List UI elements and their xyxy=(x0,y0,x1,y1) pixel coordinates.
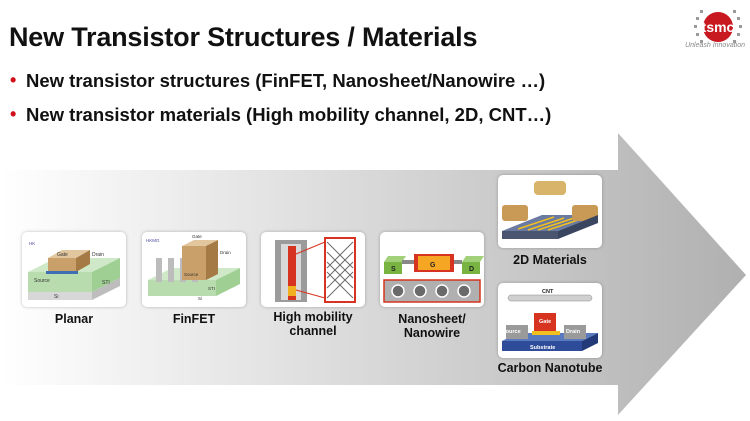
nanosheet-label: Nanosheet/ Nanowire xyxy=(380,312,484,340)
drain-label: D xyxy=(469,266,474,273)
source-label: Source xyxy=(184,272,199,277)
materials-2d-label: 2D Materials xyxy=(513,253,587,267)
high-mobility-figure xyxy=(261,232,365,307)
high-mobility-label: High mobility channel xyxy=(261,310,365,338)
drain-label: Drain xyxy=(92,252,104,258)
si-label: Si xyxy=(54,294,58,300)
bullet-dot-icon: • xyxy=(10,104,17,124)
logo-tagline: Unleash Innovation xyxy=(685,42,745,49)
cnt-label: Carbon Nanotube xyxy=(497,361,603,375)
gate-label: Gate xyxy=(539,319,551,325)
bullet-text: New transistor materials (High mobility … xyxy=(26,104,552,125)
hkmg-label: HKMG xyxy=(146,238,160,243)
bullet-text: New transistor structures (FinFET, Nanos… xyxy=(26,70,546,91)
sti-label: STI xyxy=(102,280,110,286)
nanosheet-figure: S G D xyxy=(380,232,484,307)
planar-figure: HK Gate Source Drain STI Si xyxy=(22,232,126,307)
label-line: Nanowire xyxy=(403,326,461,340)
planar-label: Planar xyxy=(54,312,94,326)
bullet-item: • New transistor structures (FinFET, Nan… xyxy=(10,70,551,104)
bullet-list: • New transistor structures (FinFET, Nan… xyxy=(10,70,551,138)
logo-wordmark: tsmc xyxy=(701,19,735,35)
materials-2d-figure xyxy=(498,175,602,248)
gate-label: Gate xyxy=(192,234,202,239)
drain-label: Drain xyxy=(220,250,231,255)
substrate-label: Substrate xyxy=(530,345,555,351)
sti-label: STI xyxy=(208,286,215,291)
source-label: Source xyxy=(34,278,50,284)
tsmc-logo-icon xyxy=(690,8,746,46)
label-line: channel xyxy=(289,324,337,338)
source-label: S xyxy=(391,266,396,273)
hk-label: HK xyxy=(29,241,35,246)
finfet-figure: Gate HKMG Source Drain STI Si xyxy=(142,232,246,307)
si-label: Si xyxy=(198,296,202,301)
source-label: Source xyxy=(502,329,521,335)
label-line: Nanosheet/ xyxy=(398,312,466,326)
bullet-dot-icon: • xyxy=(10,70,17,90)
label-line: High mobility xyxy=(273,310,353,324)
slide-title: New Transistor Structures / Materials xyxy=(9,22,478,52)
cnt-label: CNT xyxy=(542,289,554,295)
bullet-item: • New transistor materials (High mobilit… xyxy=(10,104,551,138)
gate-label: Gate xyxy=(57,252,68,258)
gate-label: G xyxy=(430,262,436,269)
finfet-label: FinFET xyxy=(172,312,216,326)
drain-label: Drain xyxy=(566,329,581,335)
tsmc-logo: tsmc xyxy=(690,8,746,56)
cnt-figure: CNT Source Gate Drain Substrate xyxy=(498,283,602,358)
